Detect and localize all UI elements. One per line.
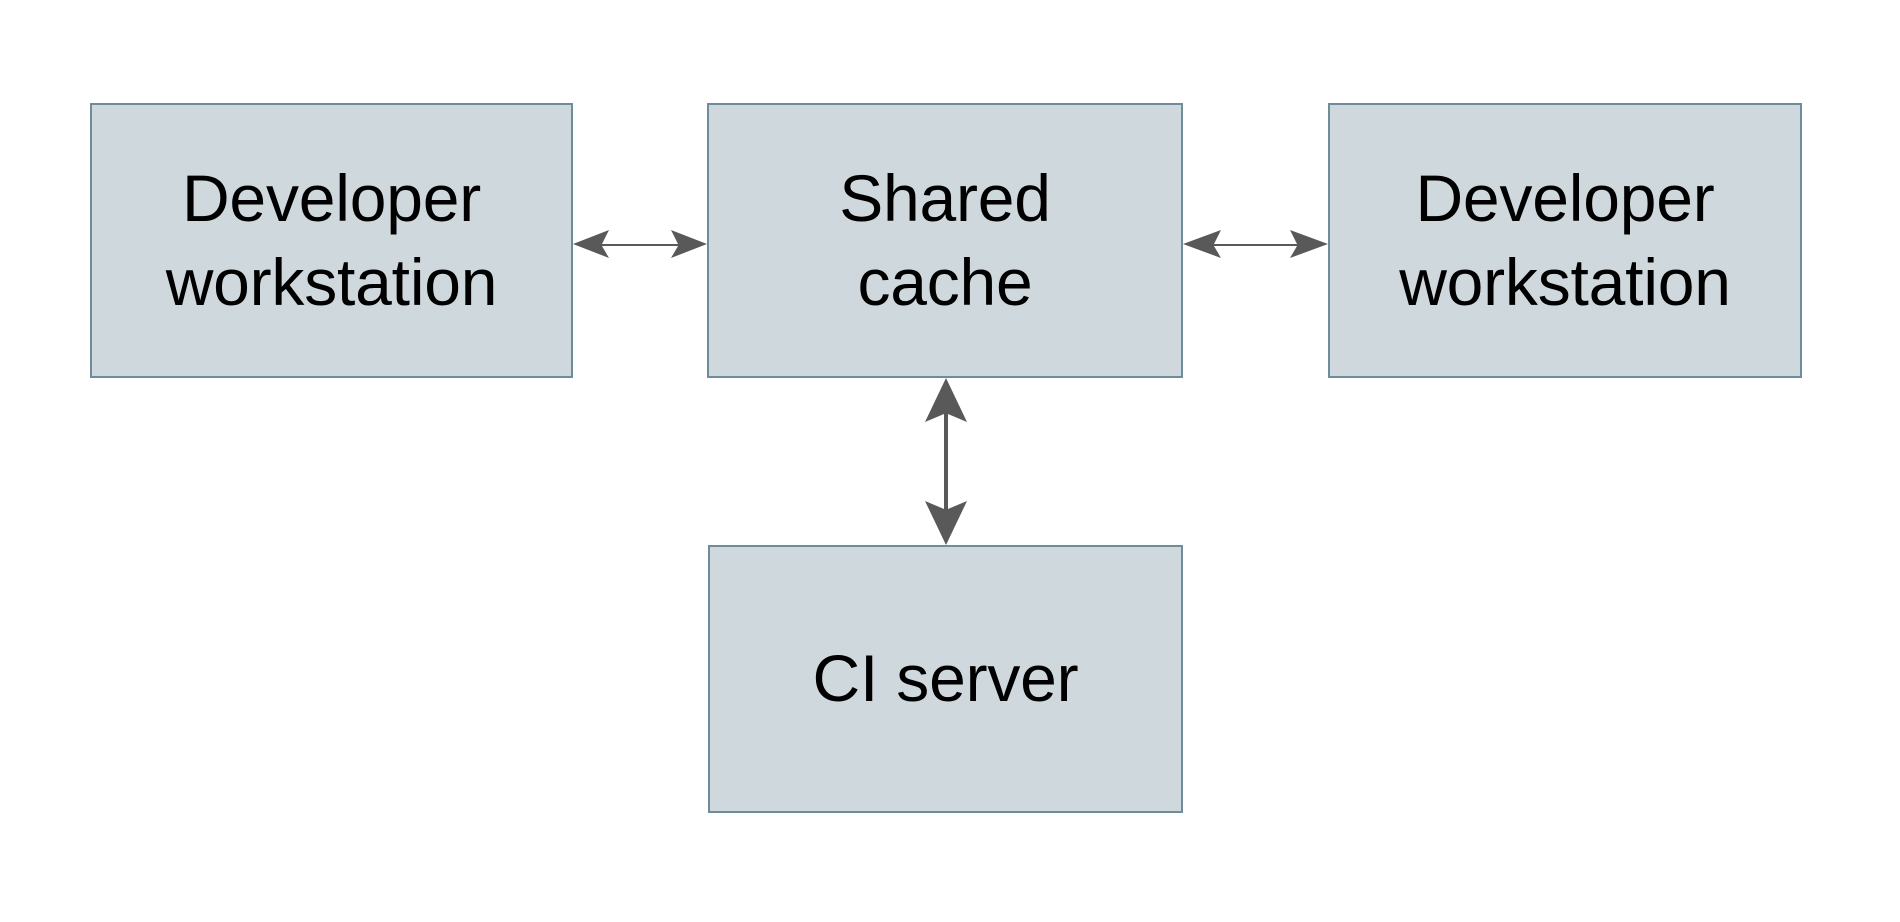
node-label: Shared cache	[839, 161, 1051, 319]
bidirectional-arrow-icon	[925, 378, 967, 545]
edge-shared-cache-to-ci-server	[921, 378, 971, 545]
node-label: CI server	[812, 641, 1079, 716]
node-label: Developer workstation	[165, 161, 498, 319]
node-ci-server[interactable]: CI server	[708, 545, 1183, 813]
bidirectional-arrow-icon	[1183, 230, 1328, 258]
node-developer-workstation-left[interactable]: Developer workstation	[90, 103, 573, 378]
node-label: Developer workstation	[1399, 161, 1731, 319]
node-shared-cache[interactable]: Shared cache	[707, 103, 1183, 378]
edge-developer-left-to-shared-cache	[573, 228, 707, 260]
node-developer-workstation-right[interactable]: Developer workstation	[1328, 103, 1802, 378]
bidirectional-arrow-icon	[573, 230, 707, 258]
edge-shared-cache-to-developer-right	[1183, 228, 1328, 260]
